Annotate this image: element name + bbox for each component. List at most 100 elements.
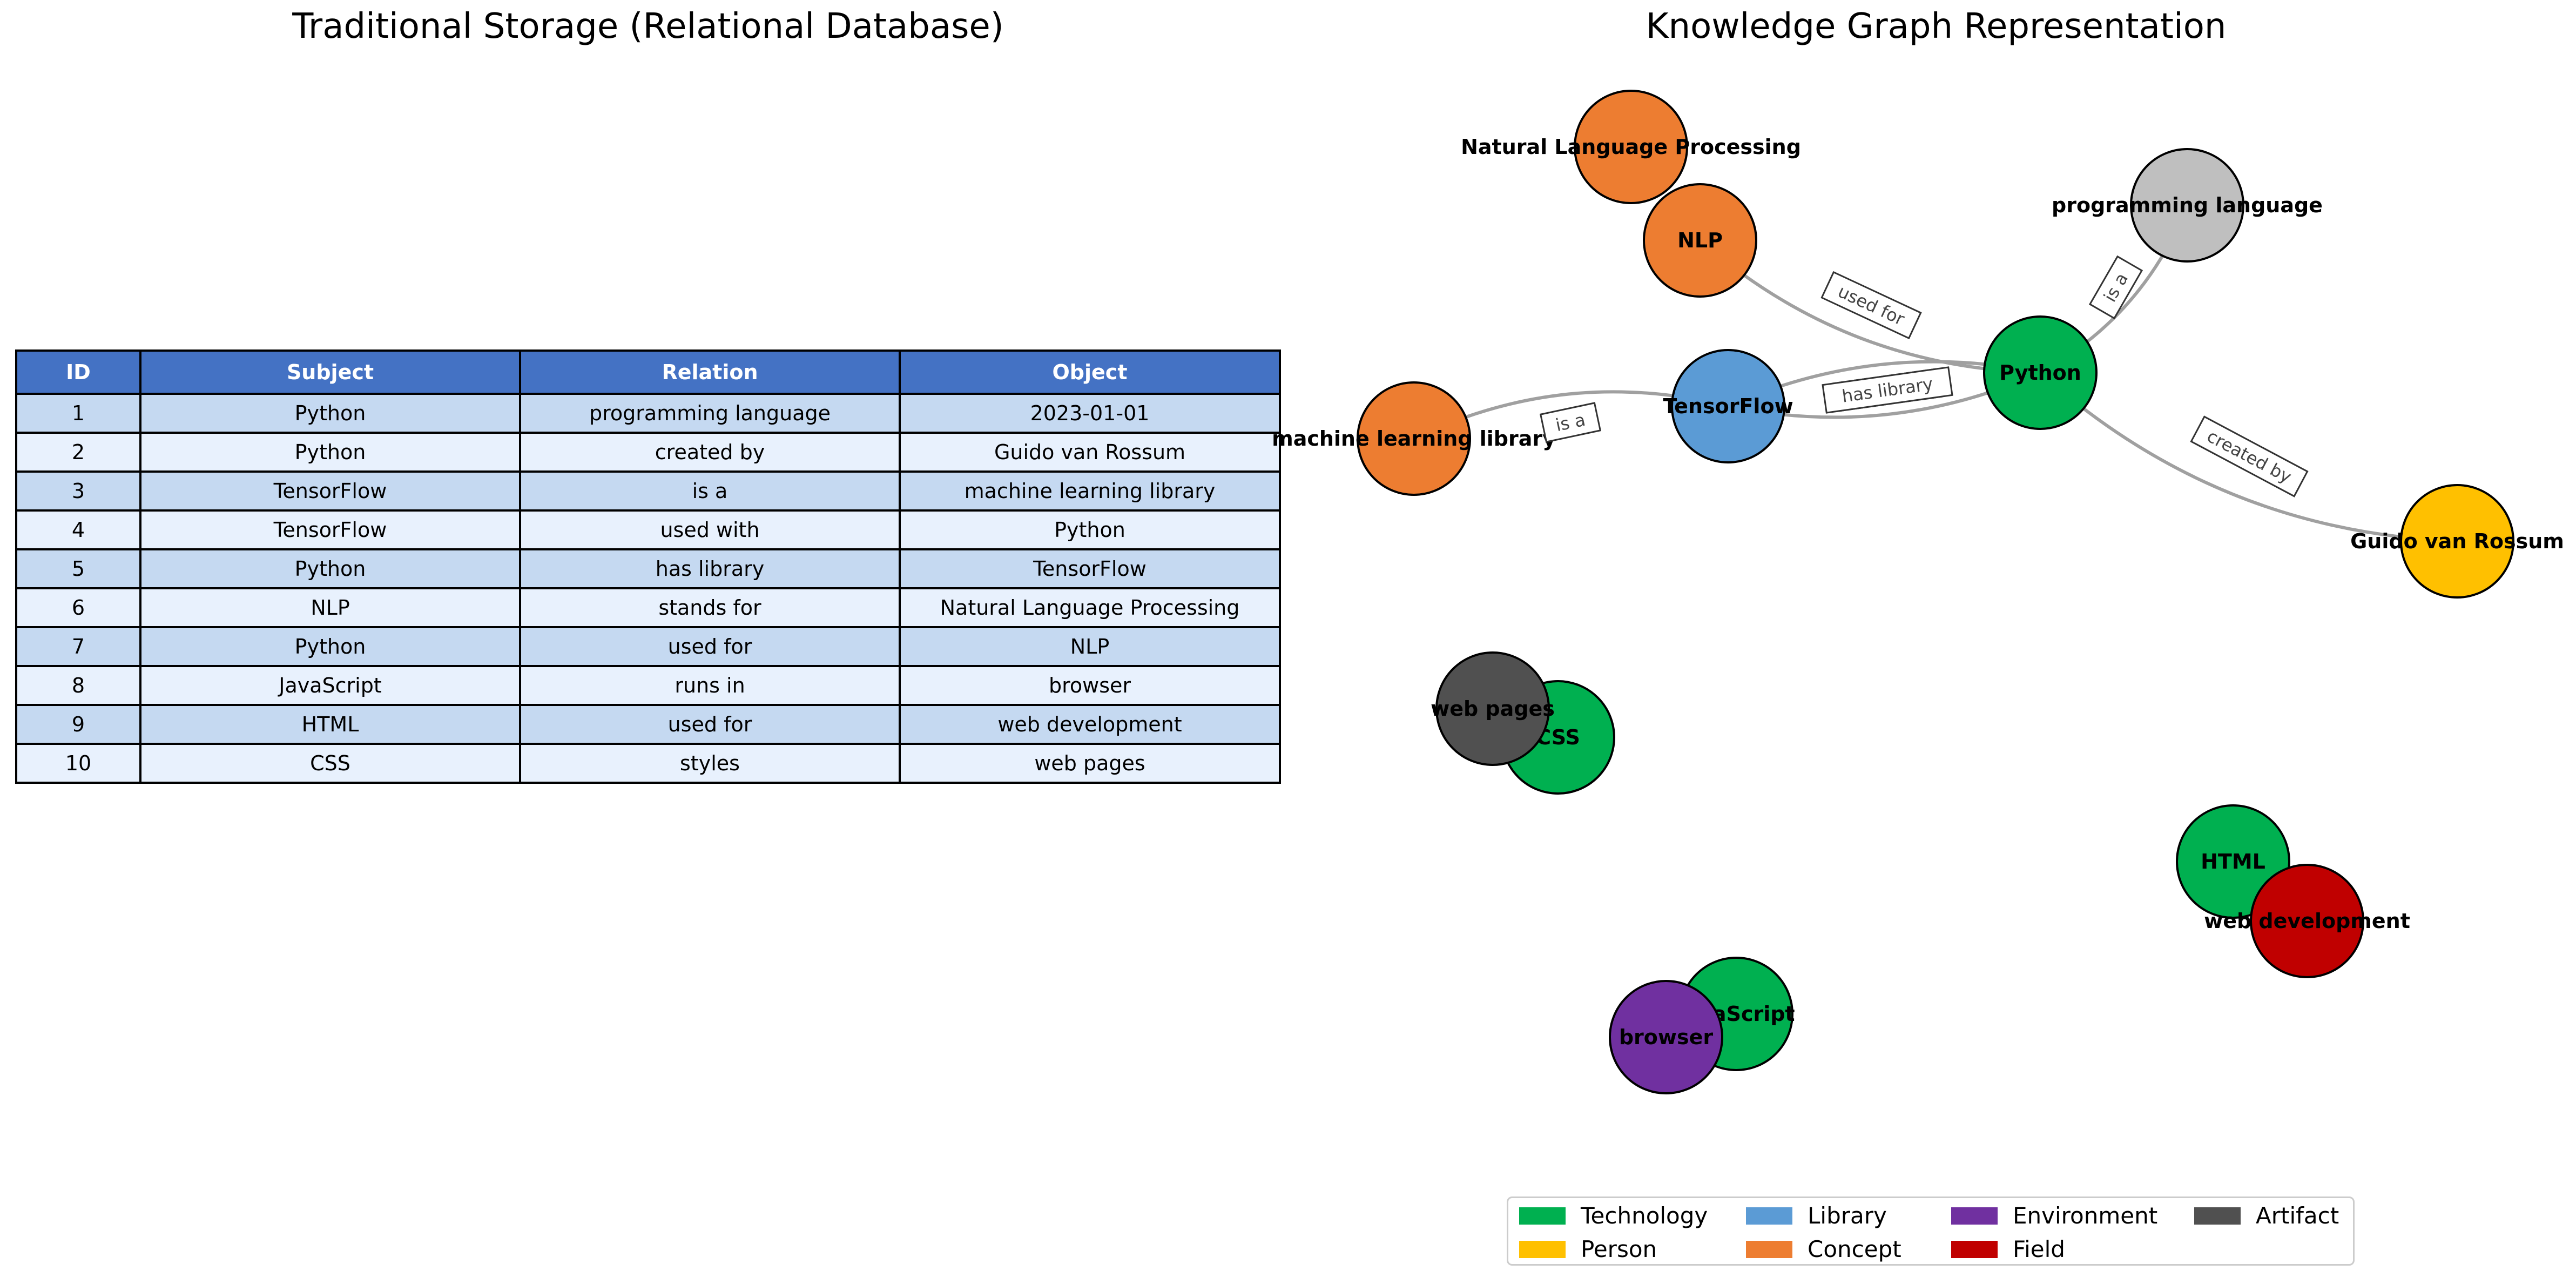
- table-cell: programming language: [519, 393, 901, 434]
- node-circle: [1435, 651, 1550, 766]
- graph-node: web pages: [1431, 651, 1555, 766]
- table-cell: Python: [139, 393, 521, 434]
- svg-text:created by: created by: [2203, 426, 2295, 487]
- legend-swatch: [2194, 1207, 2241, 1225]
- table-cell: used for: [519, 704, 901, 745]
- table-cell: JavaScript: [139, 665, 521, 706]
- table-cell: 3: [15, 470, 141, 512]
- table-cell: browser: [899, 665, 1281, 706]
- table-cell: styles: [519, 743, 901, 784]
- node-circle: [2400, 484, 2514, 599]
- graph-node: TensorFlow: [1663, 349, 1793, 463]
- graph-node: machine learning library: [1272, 381, 1556, 496]
- graph-panel-title: Knowledge Graph Representation: [1646, 6, 2227, 46]
- table-cell: machine learning library: [899, 470, 1281, 512]
- table-cell: is a: [519, 470, 901, 512]
- table-cell: Guido van Rossum: [899, 432, 1281, 473]
- edge-label: is a: [1539, 402, 1602, 443]
- node-circle: [1574, 90, 1688, 204]
- node-label: programming language: [2052, 193, 2323, 217]
- table-cell: 7: [15, 626, 141, 667]
- legend-item: Concept: [1746, 1236, 1901, 1262]
- table-cell: Python: [899, 509, 1281, 550]
- node-label: Python: [1999, 361, 2081, 385]
- column-header: Object: [899, 349, 1281, 395]
- graph-node: web development: [2204, 864, 2410, 978]
- legend-label: Field: [2013, 1236, 2065, 1262]
- column-header: Relation: [519, 349, 901, 395]
- table-cell: web development: [899, 704, 1281, 745]
- node-circle: [1609, 980, 1723, 1094]
- legend-item: Field: [1951, 1236, 2065, 1262]
- legend-label: Person: [1581, 1236, 1657, 1262]
- graph-edge: [2039, 371, 2458, 543]
- graph-node: NLP: [1643, 183, 1757, 298]
- node-label: TensorFlow: [1663, 394, 1793, 418]
- node-label: browser: [1619, 1025, 1714, 1049]
- table-cell: 8: [15, 665, 141, 706]
- node-circle: [1671, 349, 1785, 463]
- table-cell: used with: [519, 509, 901, 550]
- legend-swatch: [1746, 1207, 1792, 1225]
- legend-swatch: [1951, 1207, 1998, 1225]
- table-cell: Natural Language Processing: [899, 587, 1281, 628]
- legend-label: Artifact: [2256, 1202, 2339, 1229]
- table-cell: Python: [139, 432, 521, 473]
- node-circle: [2250, 864, 2364, 978]
- node-label: machine learning library: [1272, 427, 1556, 451]
- node-label: Natural Language Processing: [1461, 135, 1801, 159]
- table-cell: TensorFlow: [139, 509, 521, 550]
- legend-item: Person: [1519, 1236, 1657, 1262]
- node-label: web development: [2204, 909, 2410, 933]
- legend-label: Environment: [2013, 1202, 2158, 1229]
- node-circle: [1357, 381, 1471, 496]
- legend-label: Library: [1808, 1202, 1887, 1229]
- table-cell: web pages: [899, 743, 1281, 784]
- legend-swatch: [1519, 1240, 1566, 1258]
- table-cell: 1: [15, 393, 141, 434]
- legend-swatch: [1951, 1240, 1998, 1258]
- table-cell: 2: [15, 432, 141, 473]
- table-cell: Python: [139, 548, 521, 589]
- table-cell: 5: [15, 548, 141, 589]
- legend-item: Technology: [1519, 1202, 1708, 1229]
- node-label: web pages: [1431, 697, 1555, 721]
- table-cell: 4: [15, 509, 141, 550]
- node-label: HTML: [2201, 850, 2265, 873]
- table-cell: 9: [15, 704, 141, 745]
- legend-label: Technology: [1581, 1202, 1708, 1229]
- column-header: Subject: [139, 349, 521, 395]
- table-cell: 6: [15, 587, 141, 628]
- table-cell: 10: [15, 743, 141, 784]
- table-cell: stands for: [519, 587, 901, 628]
- table-cell: NLP: [899, 626, 1281, 667]
- legend-swatch: [1746, 1240, 1792, 1258]
- legend-item: Artifact: [2194, 1202, 2339, 1229]
- table-cell: NLP: [139, 587, 521, 628]
- graph-node: Natural Language Processing: [1461, 90, 1801, 204]
- graph-node: programming language: [2052, 148, 2323, 263]
- table-cell: 2023-01-01: [899, 393, 1281, 434]
- node-circle: [2130, 148, 2244, 263]
- table-cell: HTML: [139, 704, 521, 745]
- column-header: ID: [15, 349, 141, 395]
- table-cell: CSS: [139, 743, 521, 784]
- table-cell: TensorFlow: [899, 548, 1281, 589]
- table-panel-title: Traditional Storage (Relational Database…: [292, 6, 1004, 46]
- table-cell: used for: [519, 626, 901, 667]
- node-circle: [1983, 315, 2098, 430]
- graph-node: Python: [1983, 315, 2098, 430]
